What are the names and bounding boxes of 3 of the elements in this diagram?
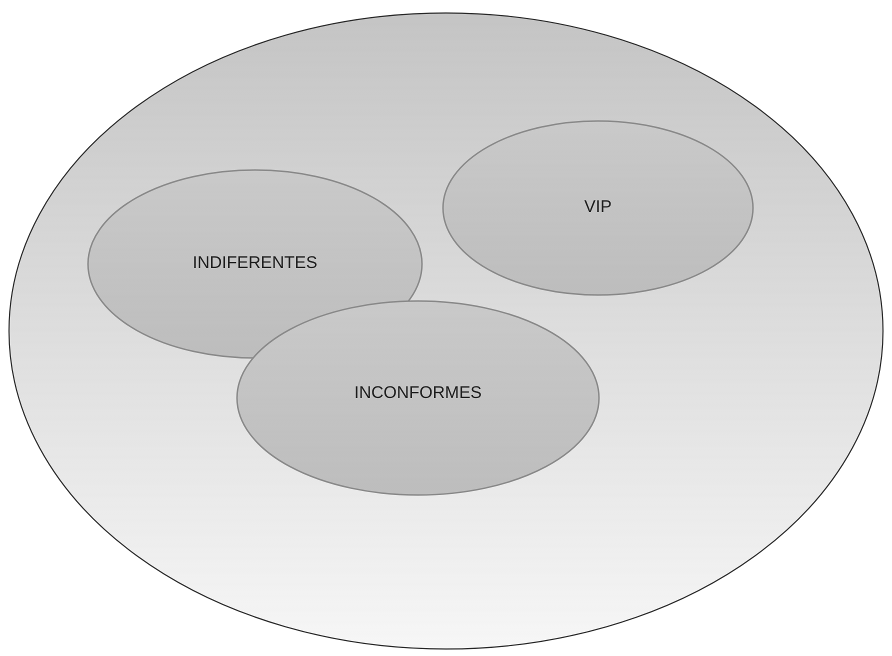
segment-label: VIP xyxy=(583,197,613,217)
segment-label: INCONFORMES xyxy=(353,383,483,404)
segment-label: INDIFERENTES xyxy=(192,253,318,273)
